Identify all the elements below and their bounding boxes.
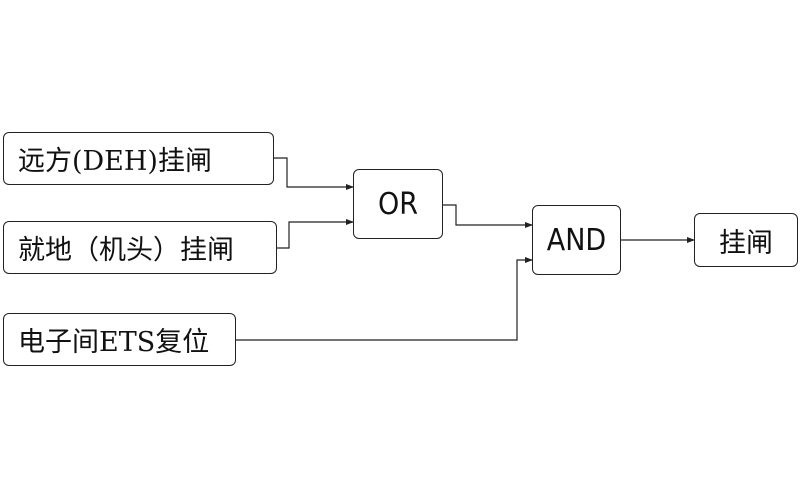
ets-reset-input-box: 电子间ETS复位 xyxy=(3,313,236,366)
wire-local-to-or xyxy=(277,219,354,249)
wire-remote-to-or xyxy=(274,157,354,190)
local-trip-label: 就地（机头）挂闸 xyxy=(18,235,234,266)
remote-trip-label: 远方(DEH)挂闸 xyxy=(18,146,212,177)
trip-output-label: 挂闸 xyxy=(719,227,773,259)
ets-reset-label: 电子间ETS复位 xyxy=(18,327,210,358)
or-gate-label: OR xyxy=(378,186,418,222)
local-trip-input-box: 就地（机头）挂闸 xyxy=(3,221,277,274)
trip-output-box: 挂闸 xyxy=(694,213,798,267)
and-gate-box: AND xyxy=(532,205,621,275)
or-gate-box: OR xyxy=(353,169,443,239)
and-gate-label: AND xyxy=(546,222,607,258)
wire-or-to-and xyxy=(443,204,533,228)
remote-trip-input-box: 远方(DEH)挂闸 xyxy=(3,132,274,185)
wire-reset-to-and xyxy=(236,257,533,341)
